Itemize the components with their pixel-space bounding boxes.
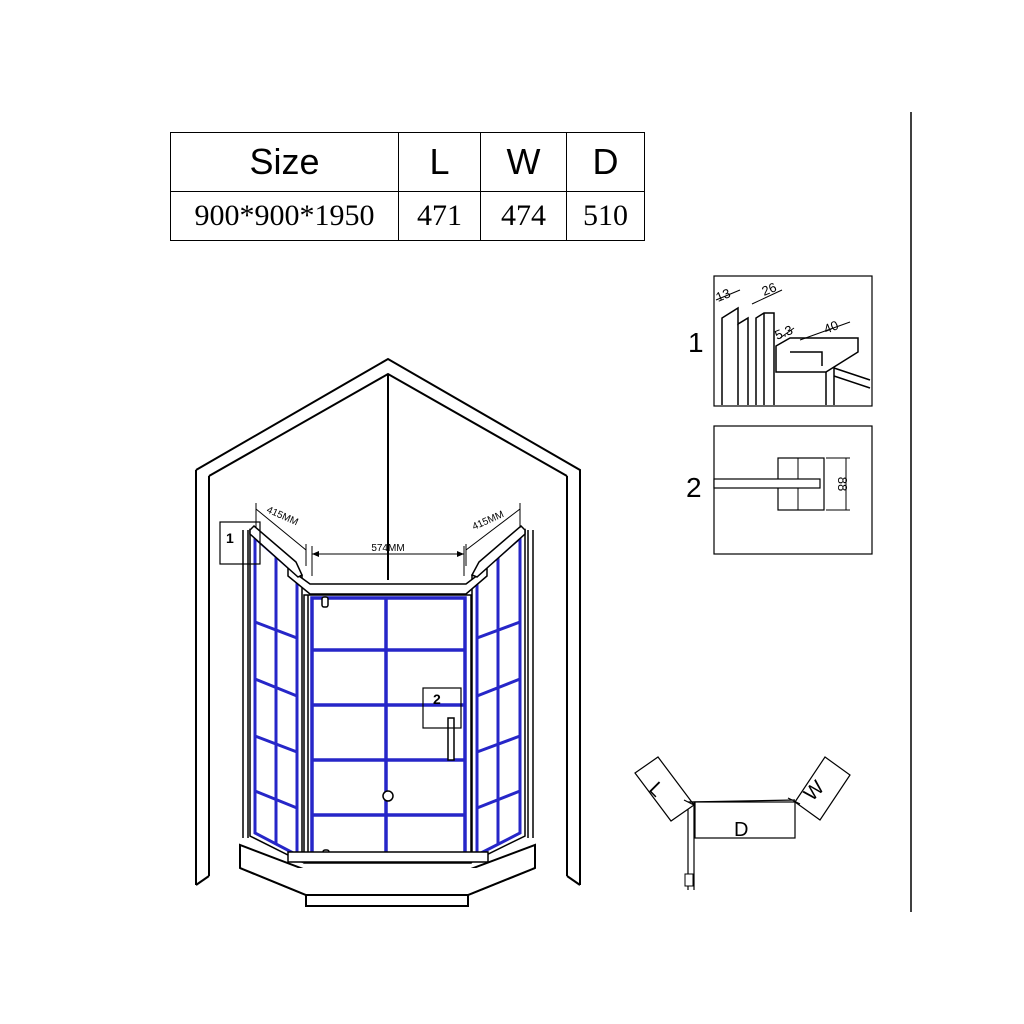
plan-d-label: D xyxy=(734,819,748,841)
shower-base-tray xyxy=(239,843,536,907)
detail1-dim-13: 13 xyxy=(714,285,733,304)
l-header: L xyxy=(398,132,481,192)
detail2-box: 88 xyxy=(713,425,873,555)
l-value: 471 xyxy=(398,191,481,241)
bottom-sweep xyxy=(287,851,489,863)
top-header-rail xyxy=(249,524,526,595)
callout-2: 2 xyxy=(422,687,462,729)
d-value: 510 xyxy=(566,191,645,241)
detail1-label: 1 xyxy=(688,327,704,358)
detail1-dim-26: 26 xyxy=(760,279,779,298)
center-width-label: 574MM xyxy=(371,543,404,554)
detail2-dim-88: 88 xyxy=(835,477,850,491)
callout-1-label: 1 xyxy=(226,530,234,546)
detail1-dim-5-3: 5.3 xyxy=(773,322,795,343)
size-value: 900*900*1950 xyxy=(170,191,399,241)
callout-2-label: 2 xyxy=(433,691,441,707)
door-knob xyxy=(382,790,394,802)
right-width-label: 415MM xyxy=(471,509,506,533)
callout-1: 1 xyxy=(219,521,261,565)
detail2-label: 2 xyxy=(686,472,702,503)
door-handle xyxy=(447,717,455,761)
w-value: 474 xyxy=(480,191,567,241)
room-walls xyxy=(195,357,581,886)
size-header: Size xyxy=(170,132,399,192)
center-width-dimension: 574MM xyxy=(311,543,465,576)
glass-door xyxy=(303,594,472,864)
detail1-box: 13 26 5.3 40 xyxy=(713,275,873,407)
plan-view: L D W xyxy=(634,756,851,890)
detail1-dim-40: 40 xyxy=(822,317,841,336)
left-width-label: 415MM xyxy=(265,505,300,529)
d-header: D xyxy=(566,132,645,192)
spec-table: Size L W D 900*900*1950 471 474 510 xyxy=(170,132,645,241)
